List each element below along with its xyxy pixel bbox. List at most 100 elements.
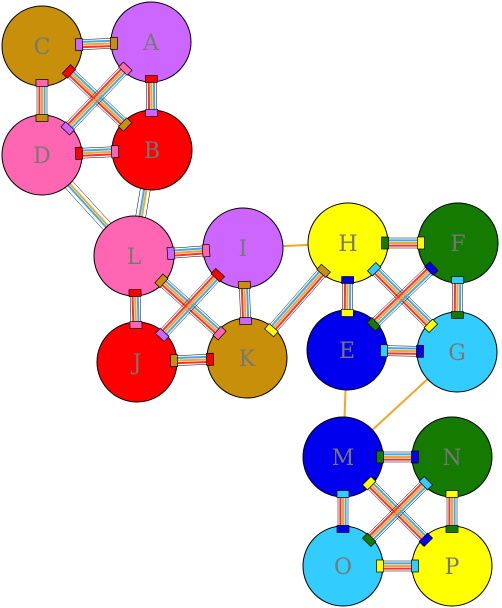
edge-I-H xyxy=(282,243,309,248)
port-O-N xyxy=(361,532,377,548)
edge-L-J xyxy=(129,295,142,323)
edge-outline xyxy=(173,245,203,249)
port-B-C xyxy=(117,117,133,132)
edge-D-B xyxy=(81,146,113,159)
edge-wire xyxy=(176,358,208,362)
port-F-E xyxy=(424,261,439,276)
edge-I-J xyxy=(160,273,220,337)
edge-wire xyxy=(177,361,208,365)
edge-outline xyxy=(145,190,151,218)
port-O-M xyxy=(336,525,350,533)
edge-wire xyxy=(373,268,429,322)
port-K-I xyxy=(239,316,253,326)
edge-wire xyxy=(134,295,137,323)
edge-wire xyxy=(387,347,418,350)
edge-wire xyxy=(131,296,135,323)
edge-wire xyxy=(82,153,113,157)
node-label-i: I xyxy=(239,237,248,262)
edge-layer xyxy=(36,38,463,572)
edge-outline xyxy=(249,287,251,318)
node-label-b: B xyxy=(144,139,160,164)
port-I-L xyxy=(201,244,211,258)
port-layer xyxy=(35,36,465,573)
edge-wire xyxy=(174,252,204,257)
port-P-O xyxy=(411,559,419,573)
edge-outline xyxy=(73,74,128,130)
edge-E-M xyxy=(343,389,347,418)
edge-M-O xyxy=(337,497,349,526)
edge-outline xyxy=(160,273,213,330)
edge-outline xyxy=(81,38,111,40)
port-J-I xyxy=(154,327,170,343)
edge-wire xyxy=(161,274,215,332)
edge-wire xyxy=(70,71,126,129)
edge-wire xyxy=(240,288,244,319)
node-label-k: K xyxy=(239,347,256,372)
port-K-J xyxy=(205,352,215,366)
port-L-I xyxy=(166,246,176,260)
edge-wire xyxy=(176,355,207,359)
edge-N-P xyxy=(446,497,458,526)
node-label-e: E xyxy=(339,339,355,364)
edge-wire xyxy=(67,184,107,228)
node-label-o: O xyxy=(334,555,352,580)
port-M-N xyxy=(376,450,384,464)
node-label-j: J xyxy=(131,351,142,376)
port-E-H xyxy=(340,309,354,317)
port-A-D xyxy=(118,61,133,76)
edge-wire xyxy=(375,270,430,323)
edge-F-E xyxy=(372,266,433,327)
edge-wire xyxy=(386,352,417,355)
port-M-P xyxy=(361,475,377,491)
edge-I-K xyxy=(239,287,251,319)
node-label-d: D xyxy=(33,144,51,169)
port-B-D xyxy=(110,145,120,159)
node-label-h: H xyxy=(338,232,357,257)
edge-wire xyxy=(372,486,427,541)
port-P-M xyxy=(418,532,434,548)
edge-wire xyxy=(138,189,146,217)
port-J-L xyxy=(129,320,143,330)
port-K-L xyxy=(212,325,227,341)
port-E-F xyxy=(366,317,381,332)
edge-wire xyxy=(368,482,423,537)
edge-outline xyxy=(167,280,220,337)
port-A-C xyxy=(109,36,119,50)
edge-wire xyxy=(67,68,123,126)
port-F-H xyxy=(417,236,425,250)
edge-C-A xyxy=(81,38,112,50)
edge-wire xyxy=(270,270,321,327)
edge-wire xyxy=(136,295,140,322)
node-label-m: M xyxy=(332,446,355,471)
edge-wire xyxy=(173,247,203,252)
port-B-A xyxy=(145,109,159,117)
port-C-D xyxy=(35,79,49,87)
edge-wire xyxy=(370,484,425,539)
edge-J-K xyxy=(176,354,208,366)
edge-F-G xyxy=(452,282,463,313)
edge-wire xyxy=(272,272,323,329)
edge-wire xyxy=(173,249,204,255)
edge-wire xyxy=(246,287,250,318)
edge-outline xyxy=(81,146,112,149)
edge-outline xyxy=(276,276,326,332)
edge-wire xyxy=(282,243,309,248)
port-H-F xyxy=(381,236,389,250)
edge-wire xyxy=(386,349,418,353)
node-label-n: N xyxy=(442,446,461,471)
edge-wire xyxy=(163,276,217,334)
port-G-F xyxy=(450,311,464,319)
port-D-B xyxy=(74,146,84,160)
edge-wire xyxy=(82,45,112,49)
edge-wire xyxy=(343,389,347,418)
port-N-P xyxy=(445,490,459,498)
port-C-A xyxy=(74,38,84,52)
edge-wire xyxy=(371,378,429,431)
edge-G-M xyxy=(371,378,429,431)
edge-outline xyxy=(129,296,132,323)
edge-D-L xyxy=(65,181,111,230)
port-A-B xyxy=(144,75,158,83)
port-L-K xyxy=(154,273,169,289)
port-J-K xyxy=(169,354,179,368)
